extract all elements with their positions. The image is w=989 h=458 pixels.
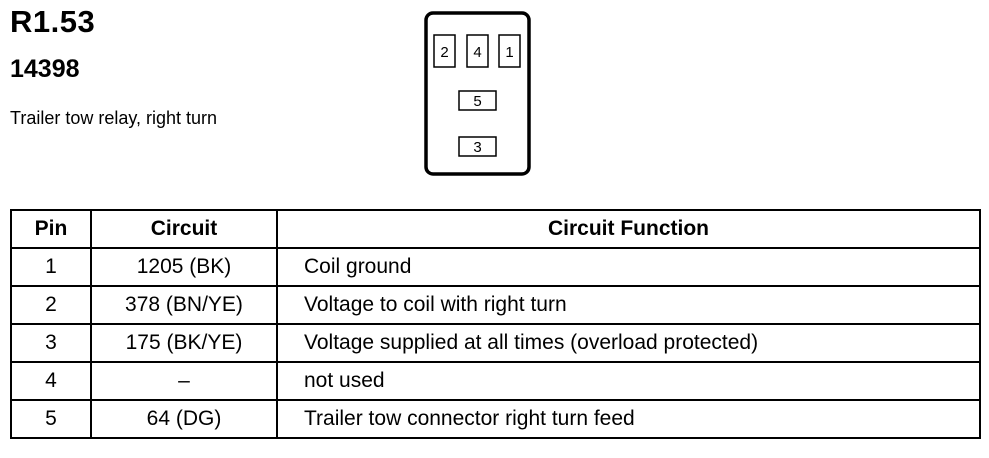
column-header-circuit-function: Circuit Function	[276, 209, 981, 249]
table-row: 3 175 (BK/YE) Voltage supplied at all ti…	[10, 323, 981, 363]
column-header-circuit: Circuit	[90, 209, 278, 249]
component-description: Trailer tow relay, right turn	[10, 108, 218, 128]
function-cell: Voltage supplied at all times (overload …	[276, 323, 981, 363]
part-number: 14398	[10, 55, 80, 83]
pin-2-cavity	[433, 34, 456, 68]
pin-3-label: 3	[473, 139, 481, 156]
pin-5-label: 5	[473, 93, 481, 110]
component-id: R1.53	[10, 4, 96, 39]
pin-cell: 3	[10, 323, 92, 363]
connector-outline	[424, 11, 531, 176]
pin-1-cavity	[498, 34, 521, 68]
circuit-cell: 1205 (BK)	[90, 247, 278, 287]
pin-3-cavity	[458, 136, 497, 157]
function-cell: Trailer tow connector right turn feed	[276, 399, 981, 439]
pin-cell: 5	[10, 399, 92, 439]
function-cell: Coil ground	[276, 247, 981, 287]
connector-face-diagram: 2 4 1 5 3	[424, 11, 531, 176]
table-row: 4 – not used	[10, 361, 981, 401]
pin-circuit-table: Pin Circuit Circuit Function 1 1205 (BK)…	[10, 209, 981, 439]
table-header-row: Pin Circuit Circuit Function	[10, 209, 981, 249]
pin-5-cavity	[458, 90, 497, 111]
circuit-cell: 378 (BN/YE)	[90, 285, 278, 325]
column-header-pin: Pin	[10, 209, 92, 249]
pin-cell: 1	[10, 247, 92, 287]
circuit-cell: 64 (DG)	[90, 399, 278, 439]
pin-4-cavity	[466, 34, 489, 68]
pin-cell: 4	[10, 361, 92, 401]
function-cell: not used	[276, 361, 981, 401]
pin-1-label: 1	[505, 44, 513, 61]
table-row: 2 378 (BN/YE) Voltage to coil with right…	[10, 285, 981, 325]
circuit-cell: 175 (BK/YE)	[90, 323, 278, 363]
table-row: 5 64 (DG) Trailer tow connector right tu…	[10, 399, 981, 439]
pin-2-label: 2	[440, 44, 448, 61]
pin-cell: 2	[10, 285, 92, 325]
pin-4-label: 4	[473, 44, 481, 61]
table-row: 1 1205 (BK) Coil ground	[10, 247, 981, 287]
function-cell: Voltage to coil with right turn	[276, 285, 981, 325]
circuit-cell: –	[90, 361, 278, 401]
